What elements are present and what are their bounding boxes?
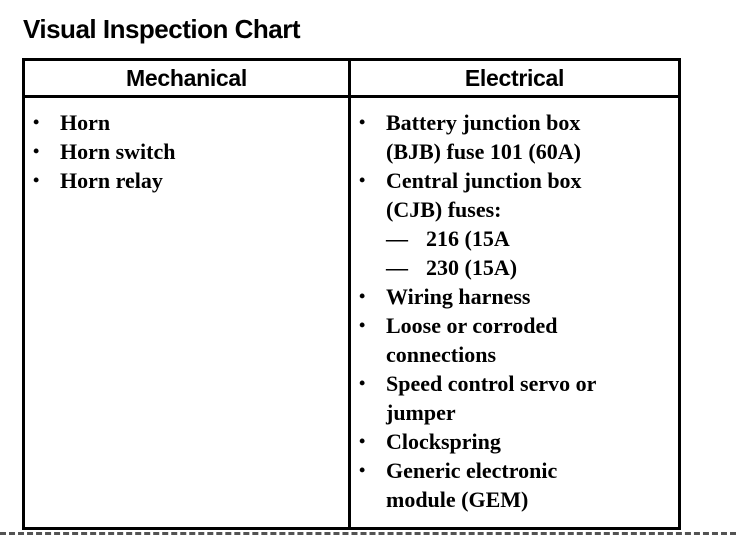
list-item-label: Speed control servo or jumper	[386, 371, 596, 425]
list-item-label: Horn	[60, 110, 111, 135]
list-item-wiring-harness: • Wiring harness	[357, 282, 674, 311]
list-item-label: Wiring harness	[386, 284, 531, 309]
electrical-cell: • Battery junction box (BJB) fuse 101 (6…	[348, 95, 681, 530]
column-header-electrical: Electrical	[348, 58, 681, 98]
bullet-icon: •	[33, 112, 40, 132]
mechanical-list: • Horn • Horn switch • Horn relay	[31, 108, 344, 195]
body-row: • Horn • Horn switch • Horn relay	[22, 95, 681, 530]
electrical-list: • Battery junction box (BJB) fuse 101 (6…	[357, 108, 674, 514]
list-item-label: Generic electronic module (GEM)	[386, 458, 558, 512]
bullet-icon: •	[33, 170, 40, 190]
bullet-icon: •	[359, 460, 366, 480]
list-item-label: Loose or corroded connections	[386, 313, 558, 367]
list-item-gem-module: • Generic electronic module (GEM)	[357, 456, 674, 514]
list-item-label: Horn relay	[60, 168, 163, 193]
list-item-label: Battery junction box (BJB) fuse 101 (60A…	[386, 110, 581, 164]
list-item-horn: • Horn	[31, 108, 344, 137]
list-item-clockspring: • Clockspring	[357, 427, 674, 456]
column-header-mechanical: Mechanical	[22, 58, 351, 98]
list-item-cjb-fuses: • Central junction box (CJB) fuses:	[357, 166, 674, 224]
list-item-label: Central junction box (CJB) fuses:	[386, 168, 582, 222]
bullet-icon: •	[359, 315, 366, 335]
mechanical-cell: • Horn • Horn switch • Horn relay	[22, 95, 351, 530]
bullet-icon: •	[359, 170, 366, 190]
list-item-label: Horn switch	[60, 139, 176, 164]
list-item-speed-control-servo: • Speed control servo or jumper	[357, 369, 674, 427]
dash-icon: —	[386, 226, 408, 251]
page-title: Visual Inspection Chart	[23, 14, 300, 44]
sub-item-label: 230 (15A)	[426, 255, 518, 280]
visual-inspection-table: Mechanical Electrical • Horn • Horn swit…	[22, 58, 681, 530]
list-item-bjb-fuse: • Battery junction box (BJB) fuse 101 (6…	[357, 108, 674, 166]
bullet-icon: •	[359, 112, 366, 132]
header-row: Mechanical Electrical	[22, 58, 681, 98]
list-item-horn-switch: • Horn switch	[31, 137, 344, 166]
list-item-label: Clockspring	[386, 429, 501, 454]
dash-icon: —	[386, 255, 408, 280]
sub-item-fuse-230: — 230 (15A)	[357, 253, 674, 282]
sub-item-fuse-216: — 216 (15A	[357, 224, 674, 253]
bullet-icon: •	[33, 141, 40, 161]
bullet-icon: •	[359, 286, 366, 306]
list-item-horn-relay: • Horn relay	[31, 166, 344, 195]
scan-artifact-line	[0, 532, 736, 535]
bullet-icon: •	[359, 431, 366, 451]
sub-item-label: 216 (15A	[426, 226, 510, 251]
bullet-icon: •	[359, 373, 366, 393]
list-item-loose-connections: • Loose or corroded connections	[357, 311, 674, 369]
